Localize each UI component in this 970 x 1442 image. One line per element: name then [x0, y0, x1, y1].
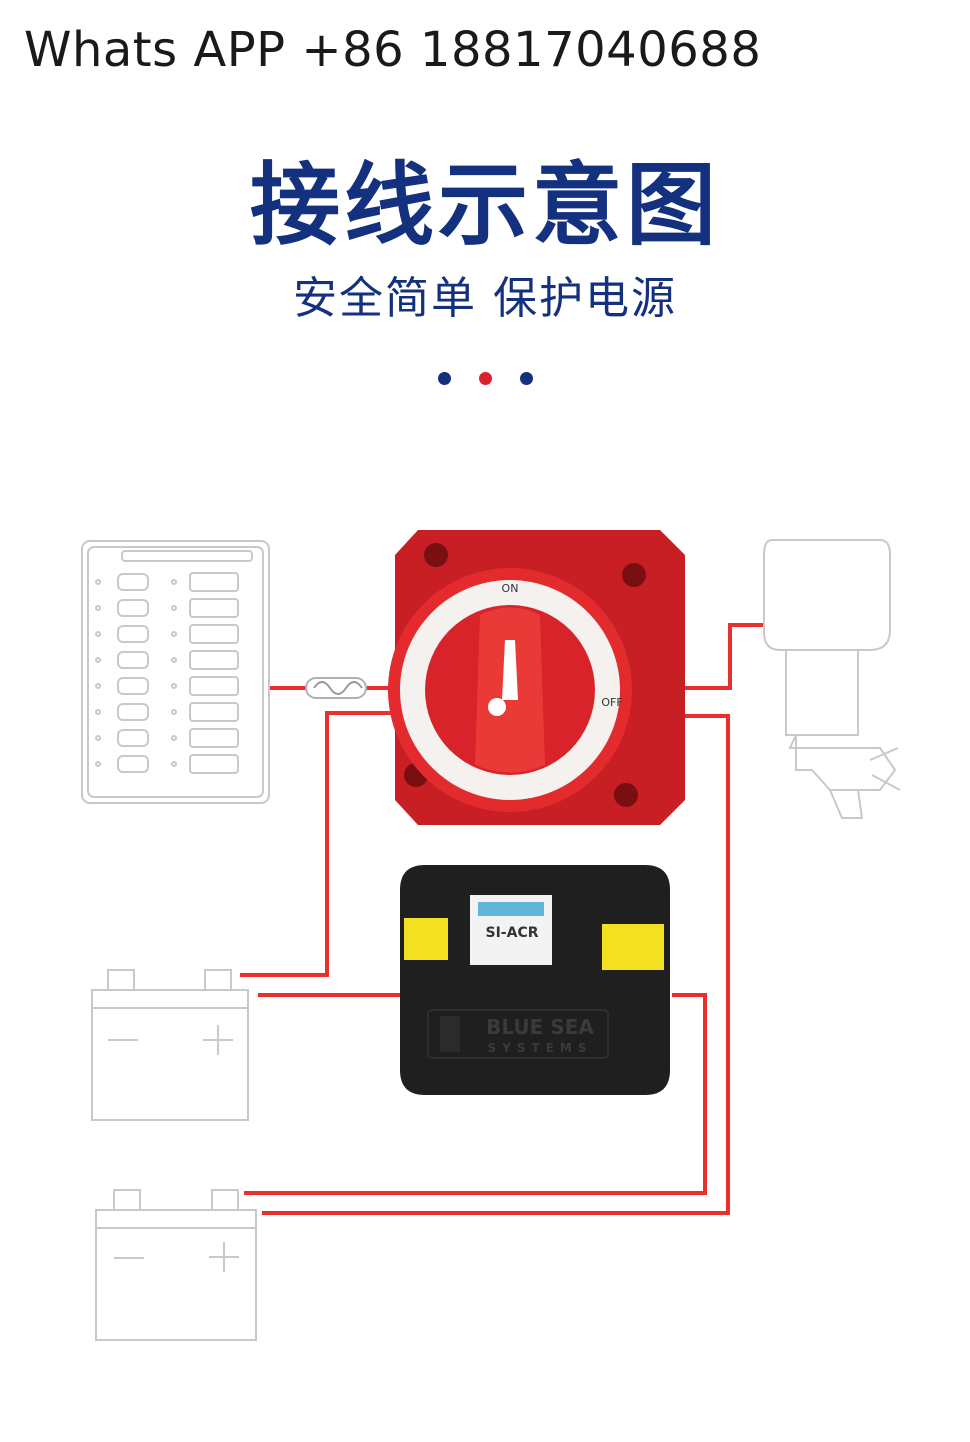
fuse-panel-icon	[81, 540, 270, 804]
battery-icon-1	[91, 969, 249, 1121]
switch-label-on: ON	[502, 582, 519, 595]
wires	[240, 623, 764, 1215]
decorative-dots	[0, 372, 970, 385]
wire-switch-battery2	[262, 714, 730, 1215]
switch-label-off: OFF	[601, 696, 622, 709]
dot-1	[437, 372, 451, 385]
acr-brand-line2: SYSTEMS	[488, 1041, 593, 1055]
fuse-icon	[305, 677, 367, 699]
acr-brand-line1: BLUE SEA	[486, 1015, 594, 1039]
outboard-motor-icon	[763, 539, 901, 819]
acr-icon: SI-ACR BLUE SEA SYSTEMS	[400, 865, 670, 1095]
wire-battery1-switch	[240, 711, 392, 977]
wire-acr-battery2	[244, 993, 707, 1195]
wire-switch-motor	[660, 623, 764, 690]
page-title: 接线示意图	[250, 153, 720, 258]
page-subtitle: 安全简单 保护电源	[293, 273, 677, 324]
dot-2	[478, 372, 492, 385]
panel-rows	[95, 572, 239, 774]
battery-switch-icon: ON OFF	[388, 530, 685, 825]
dot-3	[519, 372, 533, 385]
contact-line: Whats APP +86 18817040688	[24, 22, 762, 78]
battery-icon-2	[95, 1189, 257, 1341]
acr-model-label: SI-ACR	[486, 925, 539, 941]
